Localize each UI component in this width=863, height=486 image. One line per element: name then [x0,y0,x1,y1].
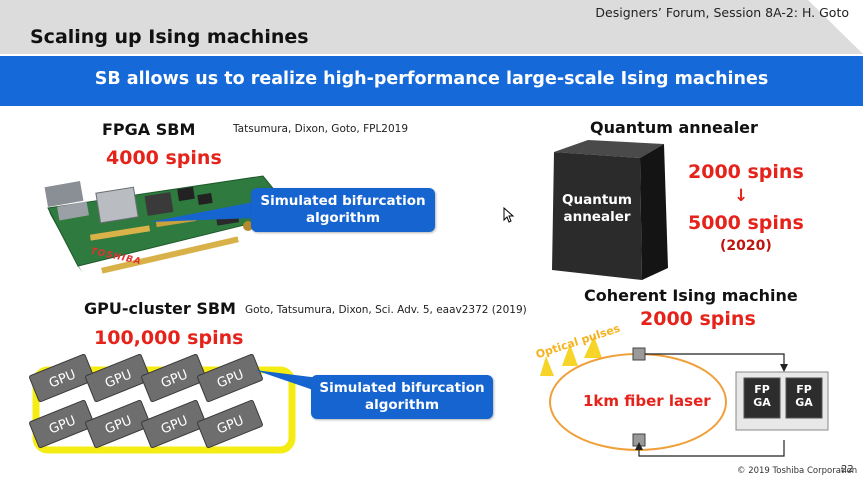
qa-cube-image [552,140,668,280]
qa-cube-line1: Quantum [562,192,632,208]
qa-cube-label: Quantum annealer [552,192,642,226]
gpu-chip: GPU [29,354,95,403]
fpga-callout-line1: Simulated bifurcation [260,193,426,209]
fpga-title: FPGA SBM [102,120,196,139]
cim-fiber-label: 1km fiber laser [583,392,711,410]
page-number: 22 [841,464,854,475]
gpu-chip: GPU [197,399,263,449]
gpu-chip: GPU [197,354,263,403]
banner [0,56,863,106]
fpga-callout: Simulated bifurcation algorithm [251,188,435,232]
gpu-callout-line2: algorithm [364,397,440,413]
qa-title: Quantum annealer [590,118,758,137]
gpu-chip: GPU [141,399,207,449]
fpga-callout-pointer [150,202,254,222]
qa-spins-before: 2000 spins [688,161,804,183]
gpu-citation: Goto, Tatsumura, Dixon, Sci. Adv. 5, eaa… [245,304,527,316]
qa-year: (2020) [720,238,772,254]
cim-diagram [540,336,829,457]
gpu-callout: Simulated bifurcation algorithm [311,375,493,419]
fpga-spins: 4000 spins [106,147,222,169]
forum-label: Designers’ Forum, Session 8A-2: H. Goto [595,5,849,20]
header-corner [808,0,863,54]
cim-fpga-chip-2-top: FP [796,383,812,396]
gpu-title: GPU-cluster SBM [84,299,236,318]
gpu-spins: 100,000 spins [94,327,244,349]
cim-title: Coherent Ising machine [584,286,798,305]
fpga-callout-line2: algorithm [305,210,381,226]
qa-cube-line2: annealer [563,209,631,225]
banner-text: SB allows us to realize high-performance… [94,69,769,89]
cim-fpga-chip-1: FP GA [744,383,780,409]
qa-arrow: ↓ [734,186,749,206]
cim-fpga-chip-1-top: FP [754,383,770,396]
footer-copyright: © 2019 Toshiba Corporation [737,466,858,476]
gpu-callout-line1: Simulated bifurcation [319,380,485,396]
gpu-chip: GPU [141,354,207,403]
gpu-chip: GPU [85,354,151,403]
cim-fpga-chip-2-bottom: GA [795,396,813,409]
slide-title: Scaling up Ising machines [30,26,309,48]
cim-spins: 2000 spins [640,308,756,330]
cim-fpga-chip-1-bottom: GA [753,396,771,409]
gpu-chip: GPU [29,399,95,449]
header-bar [0,0,863,54]
qa-spins-after: 5000 spins [688,212,804,234]
gpu-callout-pointer [255,370,319,392]
fpga-citation: Tatsumura, Dixon, Goto, FPL2019 [233,123,409,135]
mouse-cursor-icon [503,207,515,223]
cim-fpga-chip-2: FP GA [786,383,822,409]
gpu-chip: GPU [85,399,151,449]
